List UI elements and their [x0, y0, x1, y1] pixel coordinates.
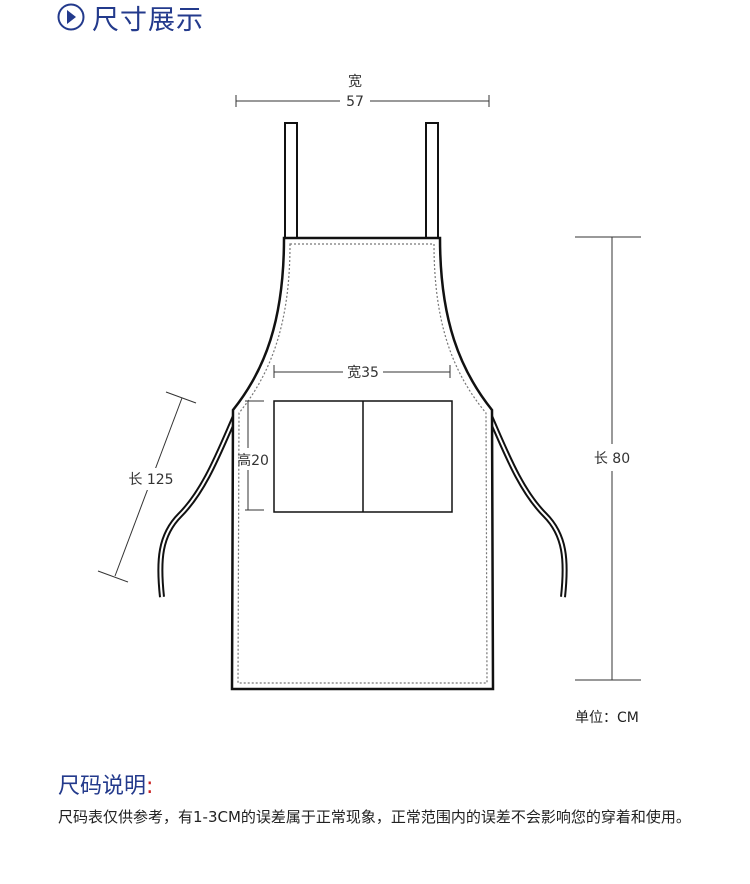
pocket-width-label: 宽35: [347, 364, 379, 381]
size-note-colon: :: [146, 774, 154, 799]
pocket-width-dimension: 宽35: [273, 364, 451, 381]
size-note-title: 尺码说明:: [58, 768, 153, 800]
top-width-dimension: 宽 57: [235, 73, 490, 110]
size-note-title-text: 尺码说明: [58, 774, 147, 799]
pocket-height-label: 高20: [237, 452, 269, 469]
strap-length-dimension: 长 125: [97, 391, 197, 583]
total-length-label: 长 80: [594, 451, 630, 467]
waist-ties: [157, 412, 568, 598]
pocket-height-dimension: 高20: [237, 400, 269, 511]
neck-straps: [284, 122, 439, 239]
section-title: 尺寸展示: [92, 4, 204, 36]
size-note-text: 尺码表仅供参考，有1-3CM的误差属于正常现象，正常范围内的误差不会影响您的穿着…: [58, 808, 691, 826]
top-width-value: 57: [346, 94, 364, 110]
top-width-label: 宽: [348, 73, 362, 90]
unit-label: 单位：CM: [575, 710, 639, 726]
section-header: 尺寸展示: [56, 0, 204, 36]
strap-length-label: 长 125: [128, 472, 173, 488]
circle-arrow-right-icon: [57, 3, 85, 31]
total-length-dimension: 长 80: [575, 236, 641, 681]
pocket: [273, 400, 453, 513]
apron-diagram: 宽 57 宽35 高20: [97, 73, 641, 691]
